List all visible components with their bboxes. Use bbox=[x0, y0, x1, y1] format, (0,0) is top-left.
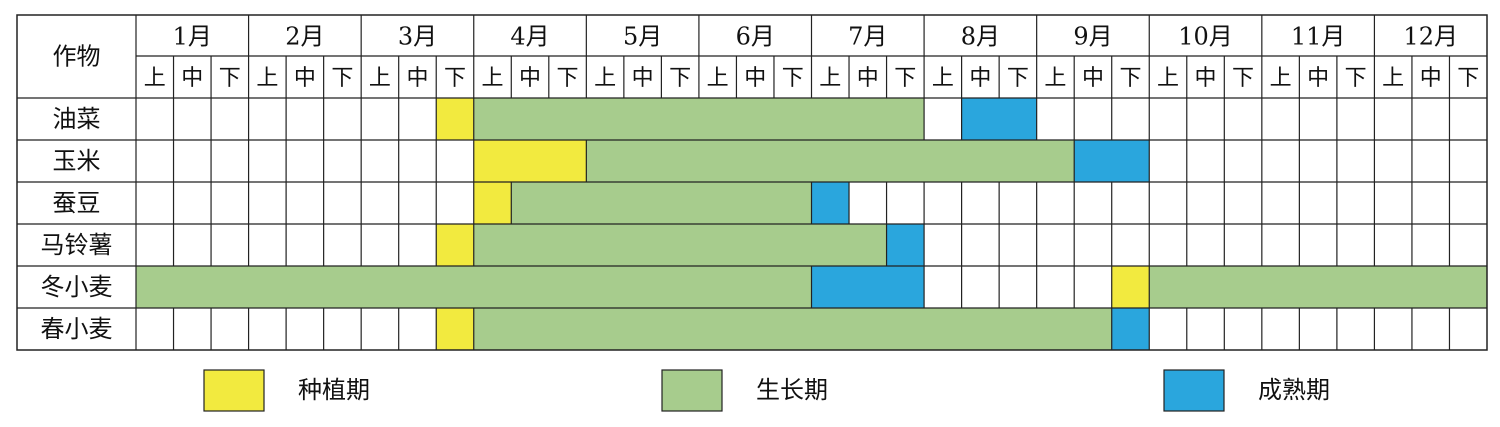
month-label: 8月 bbox=[961, 23, 1000, 51]
dekad-label: 下 bbox=[669, 66, 691, 91]
month-label: 3月 bbox=[398, 23, 437, 51]
crop-name: 冬小麦 bbox=[41, 273, 113, 301]
dekad-label: 下 bbox=[894, 66, 916, 91]
dekad-label: 上 bbox=[707, 66, 729, 91]
dekad-label: 下 bbox=[1457, 66, 1479, 91]
phase-bar-planting bbox=[436, 98, 474, 140]
legend-swatch-growing bbox=[661, 369, 723, 412]
phase-bar-planting bbox=[473, 182, 512, 224]
phase-bar-growing bbox=[473, 98, 925, 140]
dekad-label: 上 bbox=[1382, 66, 1404, 91]
phase-bar-mature bbox=[961, 98, 1037, 140]
phase-bar-planting bbox=[473, 140, 587, 182]
phase-bar-mature bbox=[1111, 308, 1150, 350]
month-label: 2月 bbox=[285, 23, 324, 51]
phase-bar-growing bbox=[473, 224, 887, 266]
month-label: 5月 bbox=[623, 23, 662, 51]
month-label: 4月 bbox=[510, 23, 549, 51]
crop-name: 马铃薯 bbox=[41, 231, 113, 259]
phase-bar-planting bbox=[436, 308, 474, 350]
legend: 种植期 生长期 成熟期 bbox=[203, 369, 1330, 412]
month-label: 1月 bbox=[173, 23, 212, 51]
dekad-label: 中 bbox=[1307, 66, 1329, 91]
phase-bar-mature bbox=[811, 266, 925, 308]
dekad-label: 中 bbox=[406, 66, 428, 91]
month-label: 12月 bbox=[1403, 23, 1458, 51]
dekad-label: 中 bbox=[969, 66, 991, 91]
phase-bar-growing bbox=[136, 266, 812, 308]
phase-bar-mature bbox=[886, 224, 925, 266]
phase-bar-mature bbox=[811, 182, 850, 224]
dekad-label: 中 bbox=[1195, 66, 1217, 91]
legend-label-mature: 成熟期 bbox=[1258, 376, 1330, 404]
dekad-label: 中 bbox=[181, 66, 203, 91]
phase-bar-planting bbox=[1111, 266, 1150, 308]
dekad-label: 下 bbox=[444, 66, 466, 91]
phase-bar-growing bbox=[586, 140, 1075, 182]
legend-label-growing: 生长期 bbox=[756, 376, 828, 404]
dekad-label: 下 bbox=[219, 66, 241, 91]
legend-swatch-planting bbox=[203, 369, 265, 412]
month-label: 10月 bbox=[1178, 23, 1233, 51]
dekad-label: 上 bbox=[144, 66, 166, 91]
dekad-label: 下 bbox=[1007, 66, 1029, 91]
dekad-label: 中 bbox=[294, 66, 316, 91]
dekad-label: 下 bbox=[1119, 66, 1141, 91]
dekad-label: 下 bbox=[1232, 66, 1254, 91]
crop-name: 油菜 bbox=[53, 105, 101, 133]
crop-name: 蚕豆 bbox=[53, 189, 101, 217]
dekad-label: 中 bbox=[632, 66, 654, 91]
dekad-label: 下 bbox=[331, 66, 353, 91]
dekad-label: 中 bbox=[744, 66, 766, 91]
dekad-label: 上 bbox=[819, 66, 841, 91]
dekad-label: 下 bbox=[557, 66, 579, 91]
dekad-label: 上 bbox=[594, 66, 616, 91]
dekad-label: 下 bbox=[1345, 66, 1367, 91]
phase-bar-growing bbox=[1149, 266, 1487, 308]
dekad-label: 上 bbox=[1270, 66, 1292, 91]
month-label: 7月 bbox=[848, 23, 887, 51]
phase-bar-growing bbox=[511, 182, 812, 224]
dekad-label: 上 bbox=[369, 66, 391, 91]
phase-bar-growing bbox=[473, 308, 1112, 350]
dekad-label: 上 bbox=[932, 66, 954, 91]
dekad-label: 上 bbox=[1044, 66, 1066, 91]
dekad-label: 上 bbox=[482, 66, 504, 91]
month-label: 11月 bbox=[1291, 23, 1346, 51]
crop-name: 玉米 bbox=[53, 147, 101, 175]
phase-bar-mature bbox=[1074, 140, 1150, 182]
legend-label-planting: 种植期 bbox=[298, 376, 370, 404]
dekad-label: 上 bbox=[1157, 66, 1179, 91]
dekad-label: 上 bbox=[256, 66, 278, 91]
dekad-label: 中 bbox=[1420, 66, 1442, 91]
dekad-label: 中 bbox=[857, 66, 879, 91]
month-label: 9月 bbox=[1073, 23, 1112, 51]
month-label: 6月 bbox=[736, 23, 775, 51]
dekad-label: 下 bbox=[782, 66, 804, 91]
phase-bar-planting bbox=[436, 224, 474, 266]
crop-header-label: 作物 bbox=[53, 43, 101, 71]
grid-lines bbox=[16, 14, 1488, 351]
dekad-label: 中 bbox=[519, 66, 541, 91]
phase-bars bbox=[136, 98, 1487, 350]
dekad-label: 中 bbox=[1082, 66, 1104, 91]
crop-name: 春小麦 bbox=[41, 315, 113, 343]
legend-swatch-mature bbox=[1163, 369, 1225, 412]
